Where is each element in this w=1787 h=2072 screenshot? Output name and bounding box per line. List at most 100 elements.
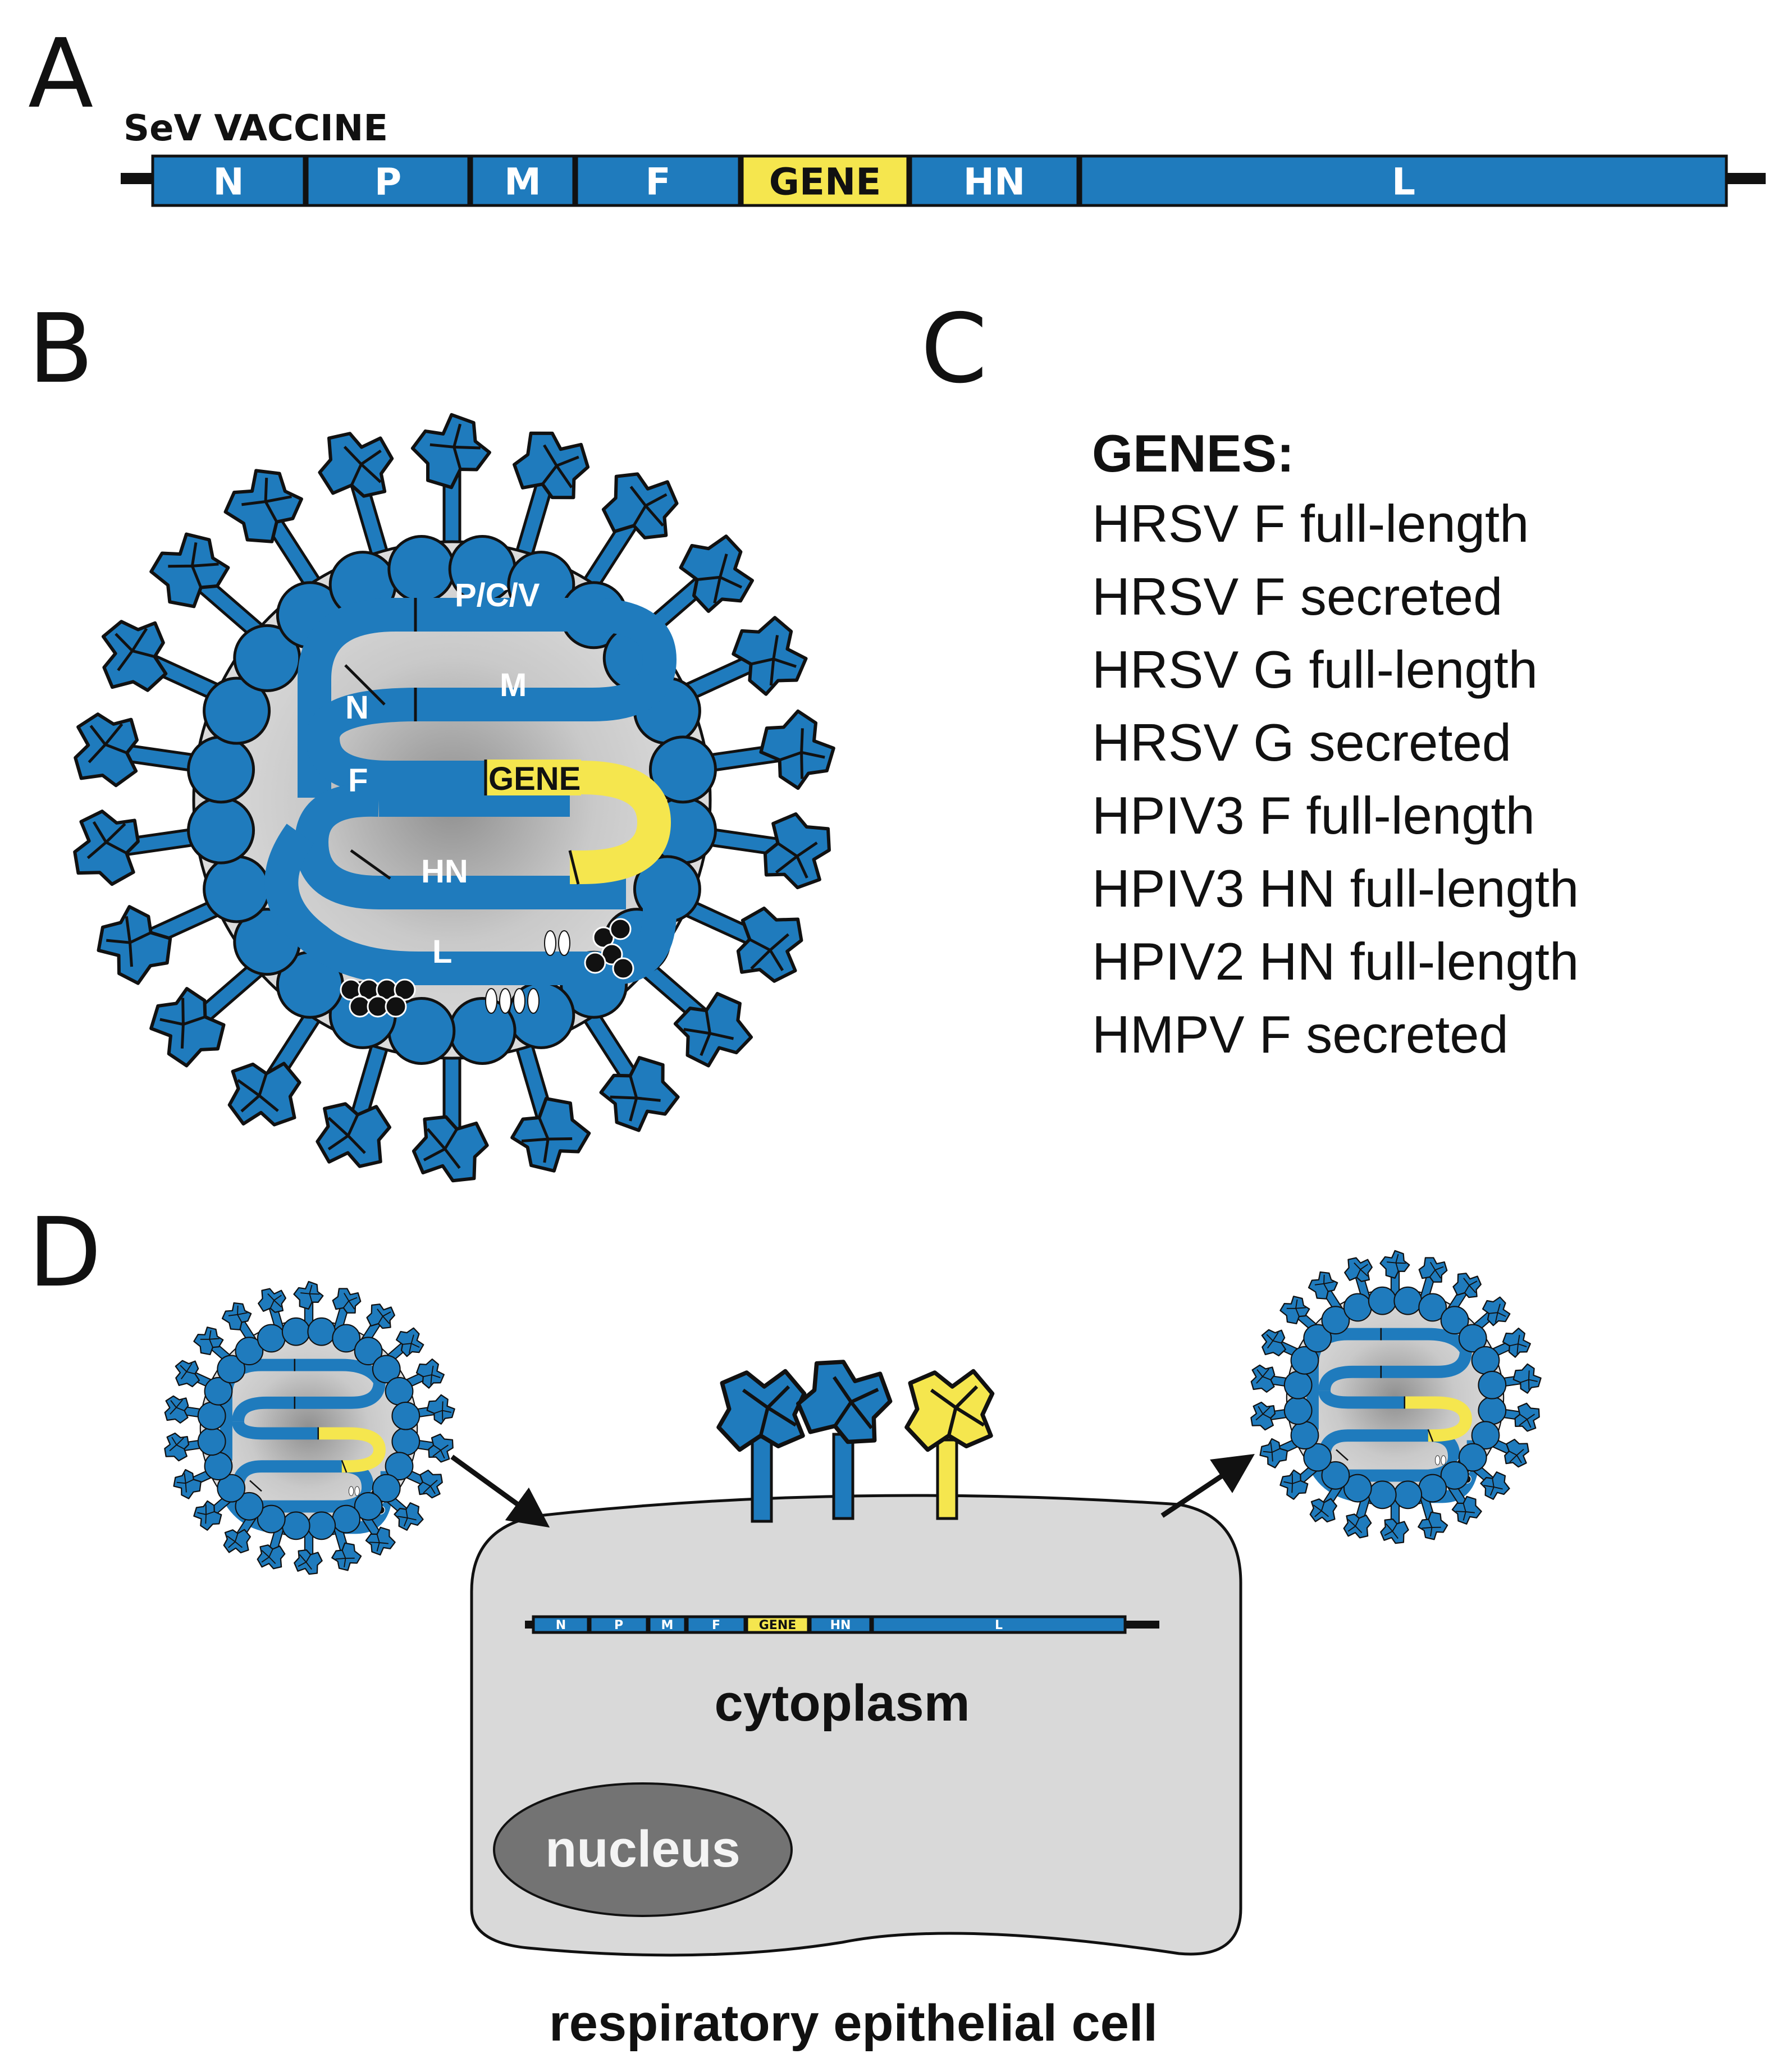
genome-segment-p bbox=[588, 1615, 649, 1634]
matrix-protein-bead bbox=[281, 1511, 310, 1540]
matrix-protein-bead bbox=[391, 1401, 421, 1430]
matrix-protein-bead bbox=[197, 1401, 226, 1430]
genome-segment-label: M bbox=[661, 1618, 674, 1632]
label-m: M bbox=[500, 667, 527, 703]
label-l: L bbox=[432, 934, 452, 970]
phosphoprotein-marks bbox=[485, 930, 570, 1014]
genome-segment-l bbox=[1079, 154, 1728, 207]
arrow-icon bbox=[1160, 1454, 1255, 1518]
matrix-protein-bead bbox=[281, 1317, 310, 1346]
matrix-protein-bead bbox=[203, 676, 271, 745]
matrix-protein-bead bbox=[354, 1492, 383, 1521]
matrix-protein-bead bbox=[187, 735, 255, 804]
polymerase-complexes bbox=[340, 918, 634, 1018]
matrix-protein-bead bbox=[1471, 1421, 1500, 1450]
matrix-protein-bead bbox=[1440, 1306, 1469, 1335]
genome-title: SeV VACCINE bbox=[124, 108, 388, 149]
matrix-protein-bead bbox=[332, 1324, 361, 1353]
gene-insert-box bbox=[486, 760, 581, 795]
surface-glycoproteins bbox=[719, 1351, 995, 1523]
genome-segment-l bbox=[871, 1615, 1127, 1634]
matrix-protein-bead bbox=[1290, 1421, 1319, 1450]
matrix-protein-bead bbox=[1343, 1293, 1372, 1322]
matrix-protein-bead bbox=[1343, 1474, 1372, 1503]
matrix-protein-bead bbox=[257, 1324, 286, 1353]
genome-segment-gene bbox=[745, 1615, 810, 1634]
matrix-protein-bead bbox=[217, 1474, 246, 1503]
matrix-protein-bead bbox=[235, 1492, 264, 1521]
label-f: F bbox=[348, 762, 368, 799]
virion-diagram: N P/C/V M F GENE HN L bbox=[60, 407, 846, 1188]
matrix-protein-bead bbox=[203, 855, 271, 923]
matrix-protein-bead bbox=[391, 1427, 421, 1456]
genome-segment-label: GENE bbox=[759, 1618, 797, 1632]
genome-segment-f bbox=[575, 154, 741, 207]
nucleus-label: nucleus bbox=[545, 1821, 741, 1878]
label-pcv: P/C/V bbox=[455, 577, 540, 614]
matrix-protein-bead bbox=[307, 1317, 336, 1346]
nucleus bbox=[493, 1782, 793, 1917]
matrix-protein-bead bbox=[1478, 1370, 1507, 1399]
label-n: N bbox=[345, 689, 369, 726]
matrix-protein-bead bbox=[1290, 1346, 1319, 1375]
genome-segment-f bbox=[685, 1615, 747, 1634]
matrix-protein-bead bbox=[217, 1355, 246, 1384]
genome-segment-label: F bbox=[712, 1618, 720, 1632]
matrix-protein-bead bbox=[387, 535, 456, 603]
genome-segment-label: HN bbox=[963, 161, 1025, 204]
genome-segment-m bbox=[470, 154, 575, 207]
gene-list-item: HPIV3 F full-length bbox=[1092, 786, 1535, 845]
matrix-protein-bead bbox=[332, 1504, 361, 1534]
genome-segment-n bbox=[151, 154, 306, 207]
gene-list-item: HPIV3 HN full-length bbox=[1092, 859, 1579, 918]
cytoplasm-label: cytoplasm bbox=[714, 1675, 970, 1732]
matrix-protein-bead bbox=[1321, 1461, 1350, 1490]
matrix-protein-bead bbox=[1418, 1474, 1447, 1503]
genome-segment-hn bbox=[808, 1615, 872, 1634]
genome-segment-label: P bbox=[374, 161, 401, 204]
panel-letter-c: C bbox=[921, 294, 988, 405]
gene-list-item: HRSV G full-length bbox=[1092, 640, 1538, 699]
matrix-protein-bead bbox=[1321, 1306, 1350, 1335]
matrix-protein-bead bbox=[1471, 1346, 1500, 1375]
label-gene: GENE bbox=[488, 761, 581, 797]
gene-list-item: HMPV F secreted bbox=[1092, 1005, 1509, 1064]
matrix-protein-bead bbox=[372, 1355, 401, 1384]
matrix-protein-bead bbox=[354, 1337, 383, 1366]
glycoprotein-spike-icon bbox=[904, 1369, 995, 1520]
matrix-protein-bead bbox=[1478, 1396, 1507, 1425]
genome-segment-label: M bbox=[504, 161, 541, 204]
matrix-protein-bead bbox=[1368, 1480, 1397, 1510]
genome-segment-hn bbox=[909, 154, 1080, 207]
panel-letter-b: B bbox=[28, 294, 94, 405]
panel-d: D nucleus cytoplasm respiratory epitheli… bbox=[28, 1197, 1545, 2052]
matrix-protein-bead bbox=[235, 1337, 264, 1366]
glycoprotein-spike-icon bbox=[719, 1371, 805, 1523]
genes-title: GENES: bbox=[1092, 424, 1294, 483]
gene-list-item: HRSV F secreted bbox=[1092, 567, 1502, 626]
matrix-protein-bead bbox=[1458, 1443, 1487, 1472]
matrix-protein-bead bbox=[372, 1474, 401, 1503]
matrix-protein-bead bbox=[1393, 1286, 1423, 1315]
ribonucleoprotein-coil bbox=[264, 598, 677, 985]
genome-segment-m bbox=[647, 1615, 687, 1634]
panel-b: B N P bbox=[28, 294, 845, 1188]
virion-icon bbox=[161, 1278, 459, 1578]
panel-letter-a: A bbox=[28, 19, 93, 130]
matrix-protein-bead bbox=[1303, 1443, 1332, 1472]
genome-segment-p bbox=[305, 154, 470, 207]
matrix-protein-bead bbox=[385, 1452, 414, 1481]
genome-segment-n bbox=[532, 1615, 590, 1634]
genome-segment-label: L bbox=[995, 1618, 1003, 1632]
matrix-protein-bead bbox=[385, 1376, 414, 1406]
gene-list-item: HRSV F full-length bbox=[1092, 494, 1529, 553]
matrix-protein-bead bbox=[204, 1376, 233, 1406]
genome-segment-gene bbox=[741, 154, 910, 207]
matrix-protein-bead bbox=[1418, 1293, 1447, 1322]
matrix-protein-bead bbox=[1303, 1324, 1332, 1353]
